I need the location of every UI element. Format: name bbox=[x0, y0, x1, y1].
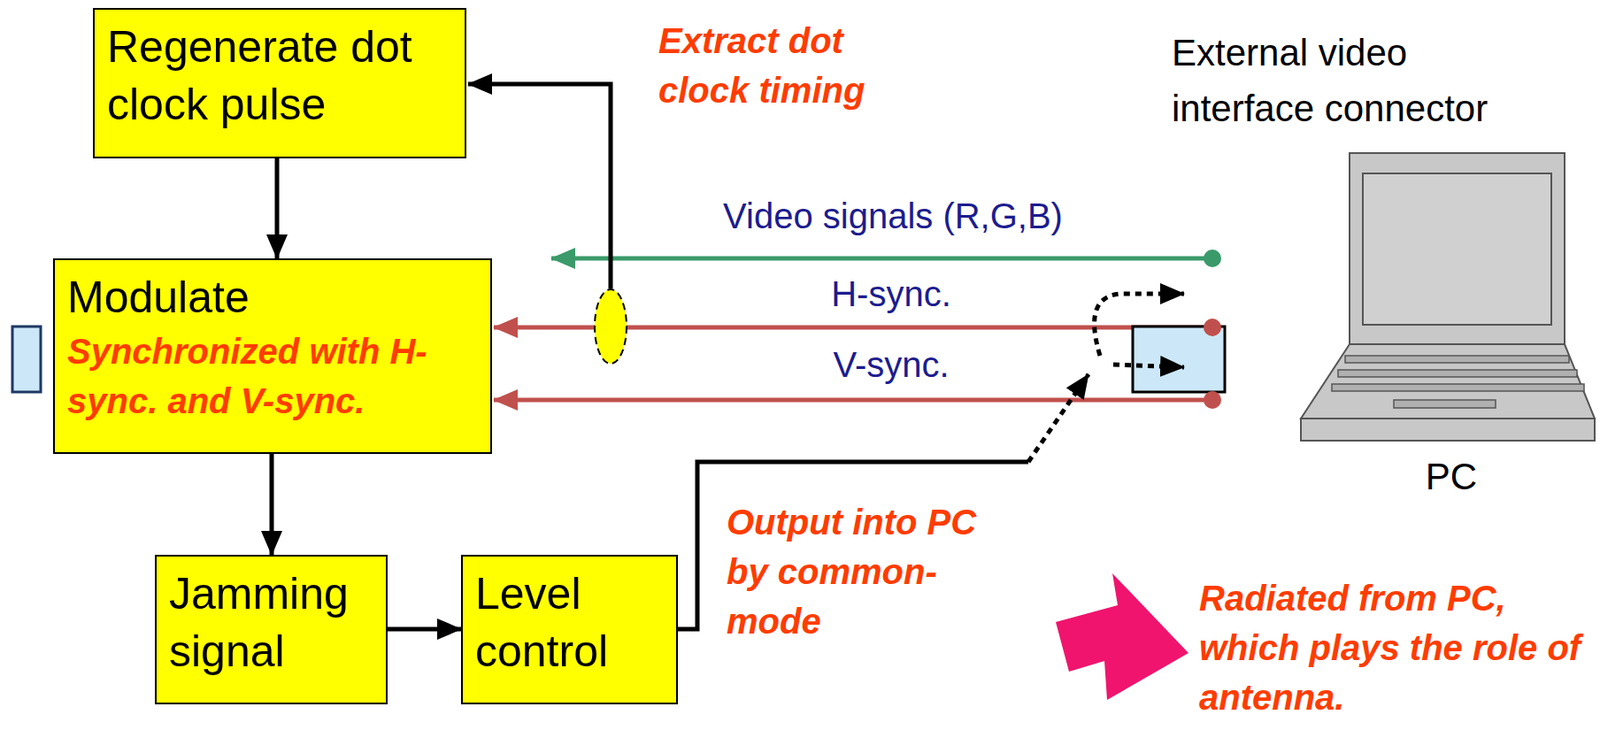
box-title: Modulate bbox=[67, 269, 478, 327]
laptop-keyboard bbox=[1300, 344, 1595, 419]
flow-arrow bbox=[387, 627, 462, 632]
box-note: Synchronized with H-sync. and V-sync. bbox=[67, 326, 478, 426]
antenna-port bbox=[12, 326, 41, 393]
flow-arrow bbox=[269, 453, 275, 555]
box-title: Level control bbox=[475, 565, 664, 681]
key-row bbox=[1345, 355, 1570, 363]
laptop-base bbox=[1300, 418, 1595, 441]
signal-name: H-sync. bbox=[830, 272, 952, 316]
clock-probe bbox=[594, 289, 627, 364]
vsync-line bbox=[493, 398, 1213, 403]
signal-name: Video signals (R,G,B) bbox=[723, 194, 1063, 238]
flow-arrow bbox=[275, 158, 280, 259]
key-row bbox=[1338, 369, 1577, 377]
process-box: Level control bbox=[461, 554, 678, 705]
annotation: Output into PC by common-mode bbox=[726, 497, 1010, 647]
pin-dot bbox=[1203, 391, 1222, 409]
laptop-display bbox=[1362, 173, 1552, 325]
key-row bbox=[1331, 384, 1585, 392]
video-signal-line bbox=[551, 256, 1213, 262]
pin-dot bbox=[1203, 249, 1222, 268]
annotation: Extract dot clock timing bbox=[658, 15, 924, 116]
device-label: PC bbox=[1425, 448, 1477, 505]
annotation: Radiated from PC, which plays the role o… bbox=[1199, 573, 1589, 723]
process-box: Regenerate dot clock pulse bbox=[92, 7, 467, 159]
process-box: Jamming signal bbox=[154, 554, 388, 705]
laptop-screen bbox=[1349, 153, 1565, 345]
common-mode-line bbox=[1028, 374, 1089, 462]
common-mode-line bbox=[1113, 364, 1185, 368]
pin-dot bbox=[1203, 318, 1222, 337]
box-title: Regenerate dot clock pulse bbox=[107, 18, 453, 134]
signal-name: V-sync. bbox=[832, 343, 949, 386]
connector-label: External video interface connector bbox=[1171, 24, 1491, 137]
trackpad bbox=[1393, 400, 1496, 408]
process-box: ModulateSynchronized with H-sync. and V-… bbox=[53, 258, 493, 454]
video-connector bbox=[1132, 326, 1225, 393]
radiation-arrow bbox=[1055, 573, 1189, 700]
box-title: Jamming signal bbox=[169, 565, 374, 681]
common-mode-line bbox=[1094, 293, 1185, 356]
